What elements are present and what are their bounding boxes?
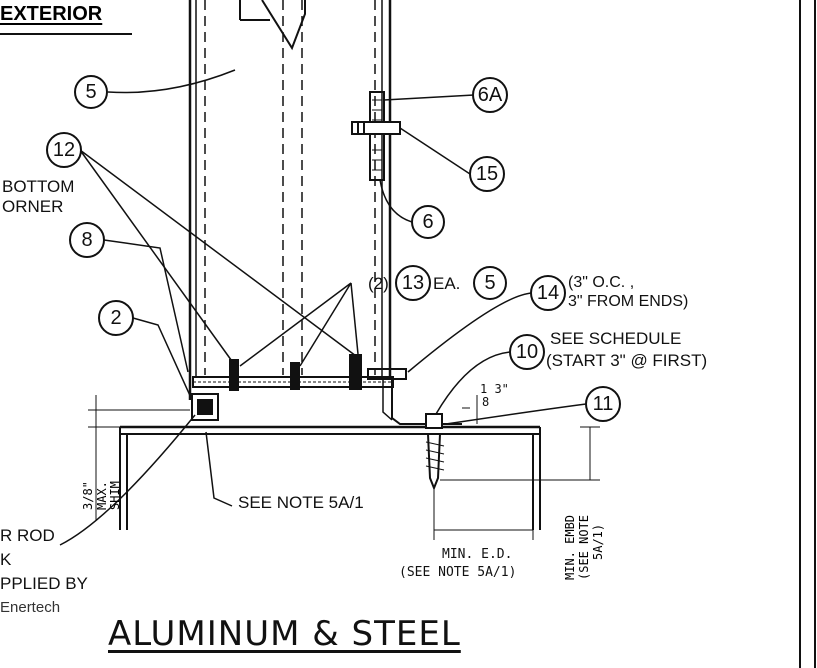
callout-6: 6 [422,211,434,233]
note-rod-k: K [0,550,12,569]
note-bottom: BOTTOM [2,177,75,196]
leader-6 [379,179,413,223]
dim-shim-1: 3/8" [81,481,95,510]
leader-13a [299,282,352,367]
leader-rod [59,414,196,546]
note-see-5a: SEE NOTE 5A/1 [238,493,364,512]
clip-6a [369,91,385,181]
dim-gap-den: 8 [482,395,490,409]
note-two: (2) [368,274,389,293]
leader-14 [407,292,533,373]
exterior-label: EXTERIOR [0,3,103,25]
leader-13b [239,282,352,367]
callout-8: 8 [81,229,93,251]
dim-shim-3: SHIM [108,481,122,510]
callout-13: 13 [401,272,425,294]
steel-angle-inner [382,380,393,421]
leader-12b [79,149,357,357]
screw-11-head [425,413,443,429]
callout-10: 10 [515,341,539,363]
note-start: (START 3" @ FIRST) [546,351,708,370]
leader-13c [350,282,359,355]
drawing-title: ALUMINUM & STEEL [108,614,461,654]
leader-2 [132,317,193,401]
note-from-ends: 3" FROM ENDS) [568,293,689,310]
leader-5 [107,69,236,94]
note-corner: ORNER [2,197,64,216]
dim-min-ed: MIN. E.D. [442,547,513,562]
leader-note [205,431,233,507]
callout-14: 14 [536,282,560,304]
leader-8 [103,239,189,373]
fastener [290,362,300,390]
leader-6a [383,94,475,101]
backer-rod [191,393,219,421]
leader-10 [435,351,511,415]
anchor-14 [367,368,407,380]
note-schedule: SEE SCHEDULE [550,329,682,348]
callout-6a: 6A [477,84,503,106]
dim-shim-2: MAX. [95,481,109,510]
note-supplied: PPLIED BY [0,574,88,593]
dim-gap: 1 3" [480,382,509,396]
backer-rod-core [197,399,213,415]
dim-min-ed-note: (SEE NOTE 5A/1) [399,565,517,580]
break-line [261,0,306,51]
fastener [349,354,362,390]
dim-embd-3: 5A/1) [591,523,605,560]
leader-15 [399,127,471,175]
callout-2: 2 [110,307,122,329]
note-rod: R ROD [0,526,55,545]
note-enertech: Enertech [0,599,61,616]
dim-embd-2: (SEE NOTE [577,514,591,580]
dim-embd-1: MIN. EMBD [563,514,577,580]
fastener [229,359,239,391]
leader-11 [445,403,587,425]
note-each: EA. [433,274,461,293]
callout-11: 11 [592,393,614,415]
callout-15: 15 [475,163,499,185]
callout-5b: 5 [484,272,496,294]
leader-12a [79,149,235,365]
note-oc: (3" O.C. , [568,274,635,291]
screw-15 [351,121,401,135]
callout-12: 12 [52,139,76,161]
callout-5: 5 [85,81,97,103]
